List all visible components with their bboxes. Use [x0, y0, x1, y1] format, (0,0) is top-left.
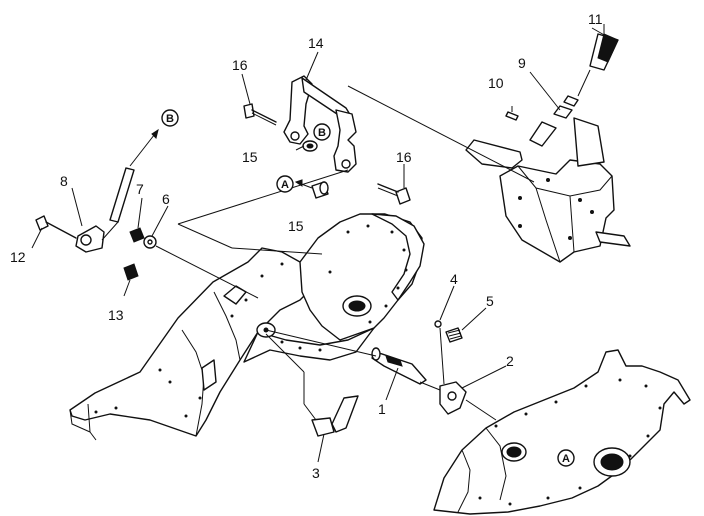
part-3-lever: [311, 395, 359, 437]
part-5-spring: [445, 327, 463, 343]
part-2-fork: [439, 381, 467, 415]
label-part-15-upper: 15: [242, 149, 258, 165]
lower-right-housing: [433, 349, 691, 515]
part-4-ball: [434, 320, 442, 328]
label-part-14: 14: [308, 35, 324, 51]
label-part-1: 1: [378, 401, 386, 417]
ref-letter-b-top: B: [161, 109, 179, 127]
control-bracket: [465, 117, 631, 263]
svg-text:B: B: [318, 127, 326, 139]
part-16-bolt-upper: [243, 103, 277, 126]
part-16-bolt-right: [377, 183, 411, 205]
part-6-washer: [143, 235, 157, 249]
label-part-7: 7: [136, 181, 144, 197]
ref-letter-a-left: A: [276, 175, 294, 193]
label-part-5: 5: [486, 293, 494, 309]
label-part-3: 3: [312, 465, 320, 481]
part-15-bushing-lower: [311, 181, 329, 199]
label-part-9: 9: [518, 55, 526, 71]
part-number-labels: 11 14 16 9 10 15 16 8 7 6 15 12 4 5 13 2…: [10, 11, 603, 481]
part-15-bushing-upper: [302, 140, 318, 152]
part-11-knob: [589, 33, 619, 71]
label-part-16-right: 16: [396, 149, 412, 165]
frame-rivets: [94, 224, 408, 418]
part-9-shift-lever: [529, 69, 591, 147]
label-part-4: 4: [450, 271, 458, 287]
housing-rivets: [478, 378, 662, 506]
main-frame: [69, 213, 425, 441]
part-13-nut: [123, 263, 139, 281]
part-10-pin: [505, 111, 519, 121]
part-12-bolt: [35, 215, 77, 239]
svg-text:B: B: [166, 113, 174, 125]
label-part-15-lower: 15: [288, 218, 304, 234]
part-8-clevis: [75, 221, 119, 253]
assembly-lines: [31, 24, 607, 463]
link-rod: [109, 167, 135, 223]
label-part-2: 2: [506, 353, 514, 369]
label-part-11: 11: [588, 11, 603, 27]
ref-letter-a-right: A: [557, 449, 575, 467]
part-14-lever: [283, 75, 357, 173]
part-7-nut: [129, 227, 145, 243]
svg-text:A: A: [281, 179, 289, 191]
label-part-12: 12: [10, 249, 26, 265]
label-part-10: 10: [488, 75, 504, 91]
ref-letter-b-lever: B: [313, 123, 331, 141]
part-1-shaft: [371, 347, 427, 385]
label-part-13: 13: [108, 307, 124, 323]
svg-text:A: A: [562, 453, 570, 465]
label-part-16-upper: 16: [232, 57, 248, 73]
label-part-8: 8: [60, 173, 68, 189]
label-part-6: 6: [162, 191, 170, 207]
